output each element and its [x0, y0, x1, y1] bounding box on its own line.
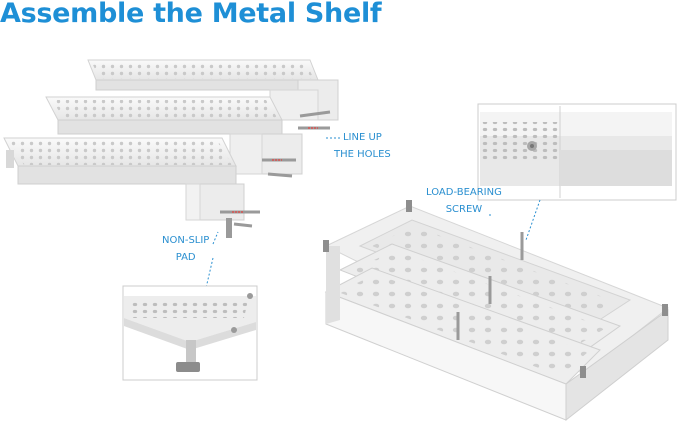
assembled-shelf [323, 200, 669, 422]
exploded-shelf [3, 59, 340, 238]
shelf-tier-middle [45, 96, 303, 175]
callout-load-bearing-screw: LOAD-BEARING SCREW [426, 187, 502, 215]
inset-non-slip-pad [122, 285, 258, 381]
shelf-tier-bottom [3, 137, 245, 221]
inset-load-bearing-screw [477, 103, 677, 201]
non-slip-leader [212, 231, 219, 245]
alignment-pins [220, 110, 331, 238]
page-title: Assemble the Metal Shelf [0, 0, 382, 29]
callout-line-up: LINE UP THE HOLES [334, 132, 391, 160]
callout-non-slip-pad: NON-SLIP PAD [162, 235, 210, 263]
shelf-tier-top [87, 59, 339, 121]
screw-leader [525, 199, 541, 241]
